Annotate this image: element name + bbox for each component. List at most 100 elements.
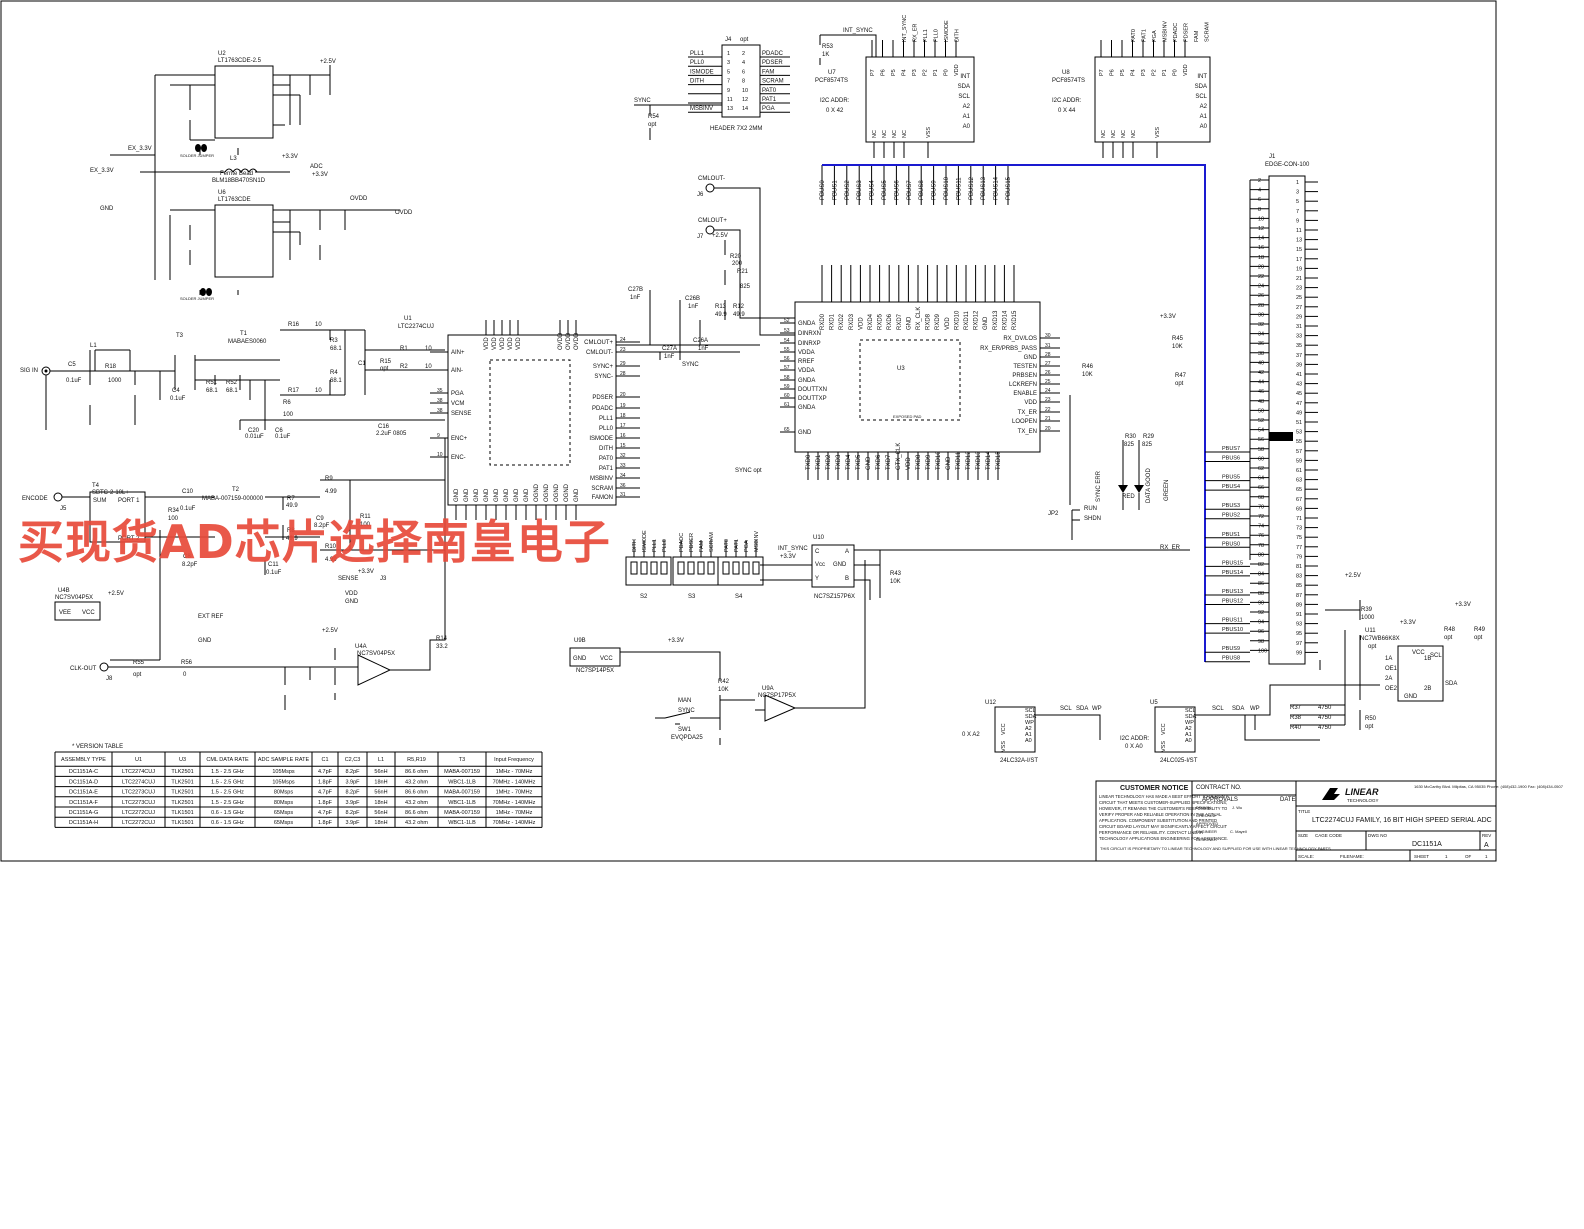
j1-right-pin-27: 55 xyxy=(1296,439,1302,445)
gnd-label: GND xyxy=(100,206,114,212)
j4-left-label-0: PLL1 xyxy=(690,51,705,57)
sw1-switch[interactable] xyxy=(655,699,755,725)
j1-right-pin-45: 91 xyxy=(1296,612,1302,618)
j1-right-pin-39: 79 xyxy=(1296,554,1302,560)
vtable-cell: TLK1501 xyxy=(171,810,193,816)
j1-right-pin-47: 95 xyxy=(1296,631,1302,637)
j1-right-pin-10: 21 xyxy=(1296,276,1302,282)
j1-right-pin-33: 67 xyxy=(1296,497,1302,503)
u4b-pin-vcc: VCC xyxy=(82,610,95,616)
vtable-cell: 105Msps xyxy=(272,769,295,775)
s3-dip-toggle-2[interactable] xyxy=(697,561,705,575)
s2-dip-toggle-1[interactable] xyxy=(640,561,648,575)
u3-right-pinnum-9: 21 xyxy=(1045,416,1051,422)
j2-connector-pin xyxy=(44,369,48,373)
j1-left-pin-3: 8 xyxy=(1258,207,1261,213)
s3-dip-toggle-1[interactable] xyxy=(687,561,695,575)
r37-value: 4750 xyxy=(1318,705,1332,711)
s4-dip-toggle-2[interactable] xyxy=(742,561,750,575)
s4-dip-toggle-3[interactable] xyxy=(752,561,760,575)
r46-label: R46 xyxy=(1082,364,1094,370)
u3-right-pin-4: PRBSEN xyxy=(1012,373,1037,379)
j1-left-pin-5: 12 xyxy=(1258,226,1264,232)
u9b-ref: U9B xyxy=(574,638,586,644)
eeprom-1-vcc: VCC xyxy=(1161,723,1167,735)
customer-notice-title: CUSTOMER NOTICE xyxy=(1120,785,1189,792)
plus33-label-u11: +3.3V xyxy=(1400,620,1416,626)
j1-left-pin-16: 34 xyxy=(1258,332,1264,338)
jp2-jumper[interactable] xyxy=(1069,395,1080,540)
r2-label: R2 xyxy=(400,364,408,370)
clk-out-label: CLK-OUT xyxy=(70,666,97,672)
designer-label: DESIGNER xyxy=(1196,837,1217,842)
vtable-cell: 1.8pF xyxy=(318,779,333,785)
u9a-part: NC7SP17P5X xyxy=(758,693,796,699)
u8-top-pin-6: P1 xyxy=(1162,69,1168,76)
u5-scl-label: SCL xyxy=(1212,706,1224,712)
u7-top-pin-6: P1 xyxy=(933,69,939,76)
gnd-label-tp4: GND xyxy=(198,638,212,644)
j1-left-pin-24: 50 xyxy=(1258,408,1264,414)
u3-bottom-pin-4: TXD4 xyxy=(846,454,852,470)
j1-right-pin-7: 15 xyxy=(1296,247,1302,253)
j1-left-pin-10: 22 xyxy=(1258,274,1264,280)
u1-right-pinnum-10: 32 xyxy=(620,453,626,459)
s3-label-0: PDADC xyxy=(679,533,685,552)
u8-bottom-pin-4: VSS xyxy=(1155,127,1161,138)
u3-top-pin-4: VDD xyxy=(858,317,864,330)
j1-right-pin-16: 33 xyxy=(1296,334,1302,340)
red-label: RED xyxy=(1122,494,1135,500)
t1-label: T1 xyxy=(240,331,248,337)
sj2-pad-a xyxy=(200,288,206,296)
u1-ref: U1 xyxy=(404,316,412,322)
j1-left-pin-42: 86 xyxy=(1258,581,1264,587)
u1-exposed-pad xyxy=(489,359,571,466)
s2-dip-toggle-3[interactable] xyxy=(660,561,668,575)
pbus-right-label-12: PBUS11 xyxy=(1222,618,1243,624)
u7-right-pin-2: SCL xyxy=(958,94,970,100)
sheet-value: 1 xyxy=(1445,854,1448,859)
vtable-cell: 1.5 - 2.5 GHz xyxy=(211,769,244,775)
j1-left-pin-21: 44 xyxy=(1258,380,1264,386)
u7-top-net-0: INT_SYNC xyxy=(902,15,908,42)
j4-left-label-6: MSBINV xyxy=(690,106,713,112)
j1-left-pin-43: 88 xyxy=(1258,591,1264,597)
j1-right-pin-19: 39 xyxy=(1296,362,1302,368)
c27b-label: C27B xyxy=(628,287,643,293)
u3-left-pinnum-3: 55 xyxy=(784,347,790,353)
u11-opt: opt xyxy=(1368,644,1377,650)
r4-value: 68.1 xyxy=(330,378,342,384)
s2-dip-toggle-2[interactable] xyxy=(650,561,658,575)
j1-left-pin-25: 52 xyxy=(1258,418,1264,424)
u9a-ref: U9A xyxy=(762,686,774,692)
vtable-cell: 70MHz - 140MHz xyxy=(493,820,536,826)
vtable-cell: 56nH xyxy=(374,790,387,796)
s3-dip-toggle-3[interactable] xyxy=(707,561,715,575)
s2-dip-toggle-0[interactable] xyxy=(630,561,638,575)
linear-logo-icon xyxy=(1322,788,1340,800)
j1-right-pin-37: 75 xyxy=(1296,535,1302,541)
u8-body xyxy=(1094,56,1211,143)
ex33-label-2: EX_3.3V xyxy=(90,168,114,174)
s3-label-3: SCRAM xyxy=(709,532,715,552)
u3-top-pin-6: RXD5 xyxy=(878,313,884,330)
rev-value: A xyxy=(1484,842,1489,849)
u1-top-pin-0: VDD xyxy=(484,337,490,350)
j1-right-pin-2: 5 xyxy=(1296,199,1299,205)
r8-value: 49.9 xyxy=(286,536,298,542)
s3-dip-toggle-0[interactable] xyxy=(677,561,685,575)
l1-label: L1 xyxy=(90,343,97,349)
u11-scl: SCL xyxy=(1430,653,1442,659)
u11-body xyxy=(1397,645,1444,702)
pbus-top-label-13: PBUS13 xyxy=(981,176,987,200)
u10-pin-0: A xyxy=(845,549,849,555)
s4-dip-toggle-0[interactable] xyxy=(722,561,730,575)
u1-left-pin-5: ENC+ xyxy=(451,436,468,442)
j1-part: EDGE-CON-100 xyxy=(1265,162,1310,168)
u7-top-pin-4: P3 xyxy=(912,69,918,76)
s4-dip-toggle-1[interactable] xyxy=(732,561,740,575)
u3-top-pin-11: RXD8 xyxy=(926,313,932,330)
u12-scl-label: SCL xyxy=(1060,706,1072,712)
j5-ref: J5 xyxy=(60,506,67,512)
